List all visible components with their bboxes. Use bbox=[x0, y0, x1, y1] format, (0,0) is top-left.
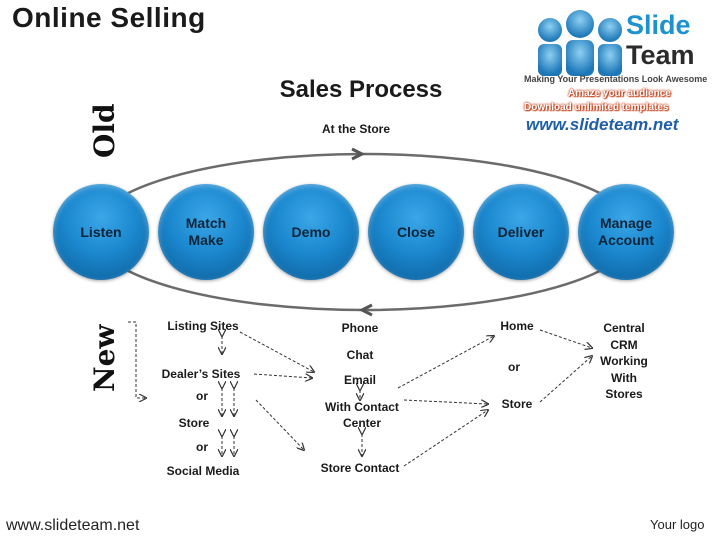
page-title: Online Selling bbox=[12, 2, 206, 33]
phone-label: Phone bbox=[341, 321, 379, 335]
your-logo-label: Your logo bbox=[650, 517, 705, 532]
step-manage-account: Manage Account bbox=[578, 184, 674, 280]
logo-slide-text: Slide bbox=[626, 10, 691, 40]
contact-center-label: With Contact Center bbox=[325, 400, 399, 430]
bottom-arrow-icon bbox=[358, 303, 373, 317]
promo-line-1: Amaze your audience bbox=[568, 88, 671, 99]
store-label: Store bbox=[178, 416, 210, 430]
at-store-label: At the Store bbox=[321, 122, 390, 136]
crm-label: Central CRM Working With Stores bbox=[600, 321, 648, 401]
or-label-1: or bbox=[196, 389, 208, 403]
social-media-label: Social Media bbox=[166, 464, 240, 478]
listing-sites-label: Listing Sites bbox=[167, 319, 239, 333]
logo-website: www.slideteam.net bbox=[526, 115, 679, 134]
promo-line-2: Download unlimited templates bbox=[524, 102, 669, 113]
home-label: Home bbox=[500, 319, 534, 333]
step-close: Close bbox=[368, 184, 464, 280]
top-arrow-icon bbox=[351, 147, 366, 161]
logo-team-text: Team bbox=[626, 40, 695, 70]
footer-url: www.slideteam.net bbox=[6, 517, 140, 534]
step-match-make: Match Make bbox=[158, 184, 254, 280]
store-deliver-label: Store bbox=[501, 397, 533, 411]
people-icon bbox=[538, 10, 622, 76]
step-listen: Listen bbox=[53, 184, 149, 280]
dealers-sites-label: Dealer’s Sites bbox=[161, 367, 241, 381]
diagram-title: Sales Process bbox=[279, 76, 443, 103]
step-deliver: Deliver bbox=[473, 184, 569, 280]
step-demo: Demo bbox=[263, 184, 359, 280]
email-label: Email bbox=[343, 373, 376, 387]
store-contact-label: Store Contact bbox=[320, 461, 400, 475]
chat-label: Chat bbox=[346, 348, 374, 362]
logo-tagline: Making Your Presentations Look Awesome bbox=[524, 74, 708, 84]
slideteam-logo: Slide Team Making Your Presentations Loo… bbox=[522, 6, 722, 136]
or-label-3: or bbox=[508, 360, 520, 374]
or-label-2: or bbox=[196, 440, 208, 454]
